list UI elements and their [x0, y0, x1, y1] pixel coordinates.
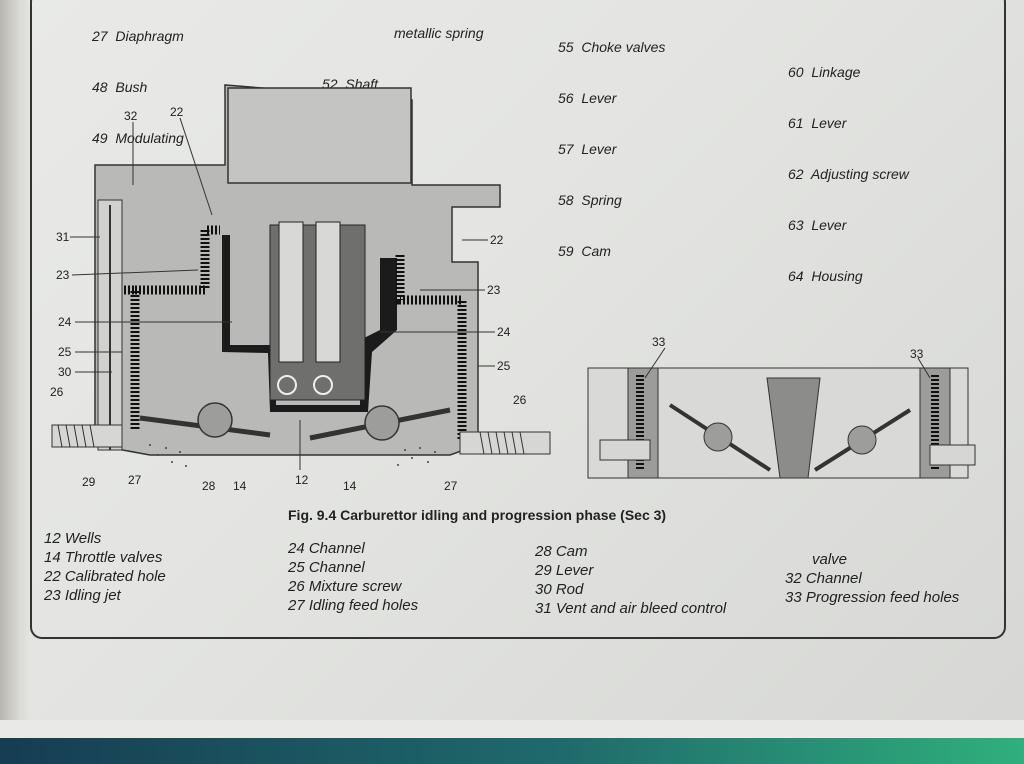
- legend-item: 29 Lever: [535, 562, 594, 579]
- header-item: metallic spring: [394, 25, 484, 41]
- callout-32: 32: [124, 109, 138, 123]
- header-item: 64 Housing: [788, 268, 863, 284]
- callout-26: 26: [513, 393, 527, 407]
- legend-item: 24 Channel: [288, 540, 365, 557]
- figure-frame: [30, 0, 1006, 639]
- header-item: 48 Bush: [92, 79, 148, 95]
- header-item: 57 Lever: [558, 141, 617, 157]
- callout-22: 22: [490, 233, 504, 247]
- callout-27: 27: [444, 479, 458, 493]
- legend-item: 30 Rod: [535, 581, 584, 598]
- callout-24: 24: [497, 325, 511, 339]
- callout-33: 33: [652, 335, 666, 349]
- callout-23: 23: [56, 268, 70, 282]
- callout-33: 33: [910, 347, 924, 361]
- legend-item: 31 Vent and air bleed control: [535, 600, 727, 617]
- callout-27: 27: [128, 473, 142, 487]
- book-spine: [0, 0, 30, 764]
- page-edge: [0, 720, 1024, 742]
- leader-lines: [70, 117, 931, 470]
- header-item: 27 Diaphragm: [92, 28, 184, 44]
- header-item: 55 Choke valves: [558, 39, 666, 55]
- callout-28: 28: [202, 479, 216, 493]
- legend-col2: 24 Channel 25 Channel 26 Mixture screw 2…: [288, 539, 418, 615]
- callout-14: 14: [233, 479, 247, 493]
- header-legend-col3: 55 Choke valves 56 Lever 57 Lever 58 Spr…: [558, 5, 665, 277]
- callout-29: 29: [82, 475, 96, 489]
- callout-31: 31: [56, 230, 70, 244]
- callout-22: 22: [170, 105, 184, 119]
- header-legend-col4: 60 Linkage 61 Lever 62 Adjusting screw 6…: [788, 30, 909, 302]
- legend-item: 27 Idling feed holes: [288, 597, 419, 614]
- legend-col1: 12 Wells 14 Throttle valves 22 Calibrate…: [44, 529, 166, 605]
- carburettor-body: [51, 84, 551, 467]
- legend-item: 32 Channel: [785, 570, 862, 587]
- callout-25: 25: [497, 359, 511, 373]
- legend-item: 26 Mixture screw: [288, 578, 402, 595]
- callout-24: 24: [58, 315, 72, 329]
- header-item: 60 Linkage: [788, 64, 861, 80]
- callout-25: 25: [58, 345, 72, 359]
- legend-col4: valve 32 Channel 33 Progression feed hol…: [785, 550, 959, 607]
- legend-item: 12 Wells: [44, 530, 102, 547]
- callout-30: 30: [58, 365, 72, 379]
- legend-item: 14 Throttle valves: [44, 549, 163, 566]
- header-item: 61 Lever: [788, 115, 847, 131]
- figure-caption: Fig. 9.4 Carburettor idling and progress…: [288, 507, 667, 523]
- legend-item: 23 Idling jet: [44, 587, 121, 604]
- legend-item: valve: [812, 551, 848, 568]
- legend-item: 28 Cam: [535, 543, 588, 560]
- header-item: 59 Cam: [558, 243, 611, 259]
- header-item: 58 Spring: [558, 192, 622, 208]
- callout-12: 12: [295, 473, 309, 487]
- header-legend-col1: 27 Diaphragm 48 Bush 49 Modulating: [92, 0, 184, 164]
- header-item: 56 Lever: [558, 90, 617, 106]
- header-item: 49 Modulating: [92, 130, 184, 146]
- table-surface: [0, 738, 1024, 764]
- callout-26: 26: [50, 385, 64, 399]
- legend-item: 33 Progression feed holes: [785, 589, 960, 606]
- legend-col3: 28 Cam 29 Lever 30 Rod 31 Vent and air b…: [535, 542, 726, 618]
- header-item: 62 Adjusting screw: [788, 166, 909, 182]
- header-item: 63 Lever: [788, 217, 847, 233]
- progression-section-view: [587, 367, 976, 479]
- legend-item: 22 Calibrated hole: [44, 568, 166, 585]
- callout-23: 23: [487, 283, 501, 297]
- legend-item: 25 Channel: [288, 559, 365, 576]
- callout-14: 14: [343, 479, 357, 493]
